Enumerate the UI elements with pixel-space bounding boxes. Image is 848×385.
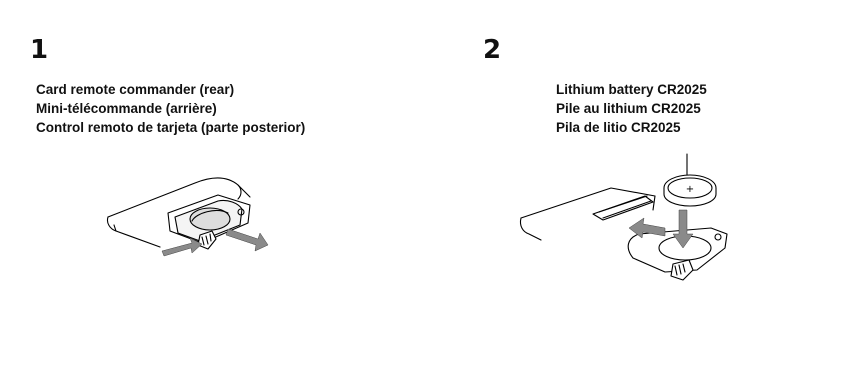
insert-battery-illustration: + [519,153,728,281]
step-2-caption: Lithium battery CR2025 Pile au lithium C… [556,80,707,137]
insert-down-arrow-icon [672,209,694,249]
battery-in-tray [189,207,231,231]
remote-body-left-edge [106,216,161,248]
step-1-caption: Card remote commander (rear) Mini-téléco… [36,80,305,137]
remote-body-top-edge [520,187,656,219]
remove-battery-tray-illustration [106,177,269,257]
pull-arrow-icon [225,228,269,252]
caption-spanish: Control remoto de tarjeta (parte posteri… [36,120,306,135]
caption-spanish: Pila de litio CR2025 [556,120,681,135]
push-arrow-icon [161,237,203,257]
caption-english: Lithium battery CR2025 [556,82,707,97]
tray-slot [592,195,654,221]
caption-english: Card remote commander (rear) [36,82,235,97]
step-2-number: 2 [483,35,502,65]
caption-french: Mini-télécommande (arrière) [36,101,217,116]
battery-polarity-mark: + [686,184,694,195]
slide-in-arrow-icon [628,217,666,239]
caption-french: Pile au lithium CR2025 [556,101,701,116]
step-1-number: 1 [30,35,49,65]
